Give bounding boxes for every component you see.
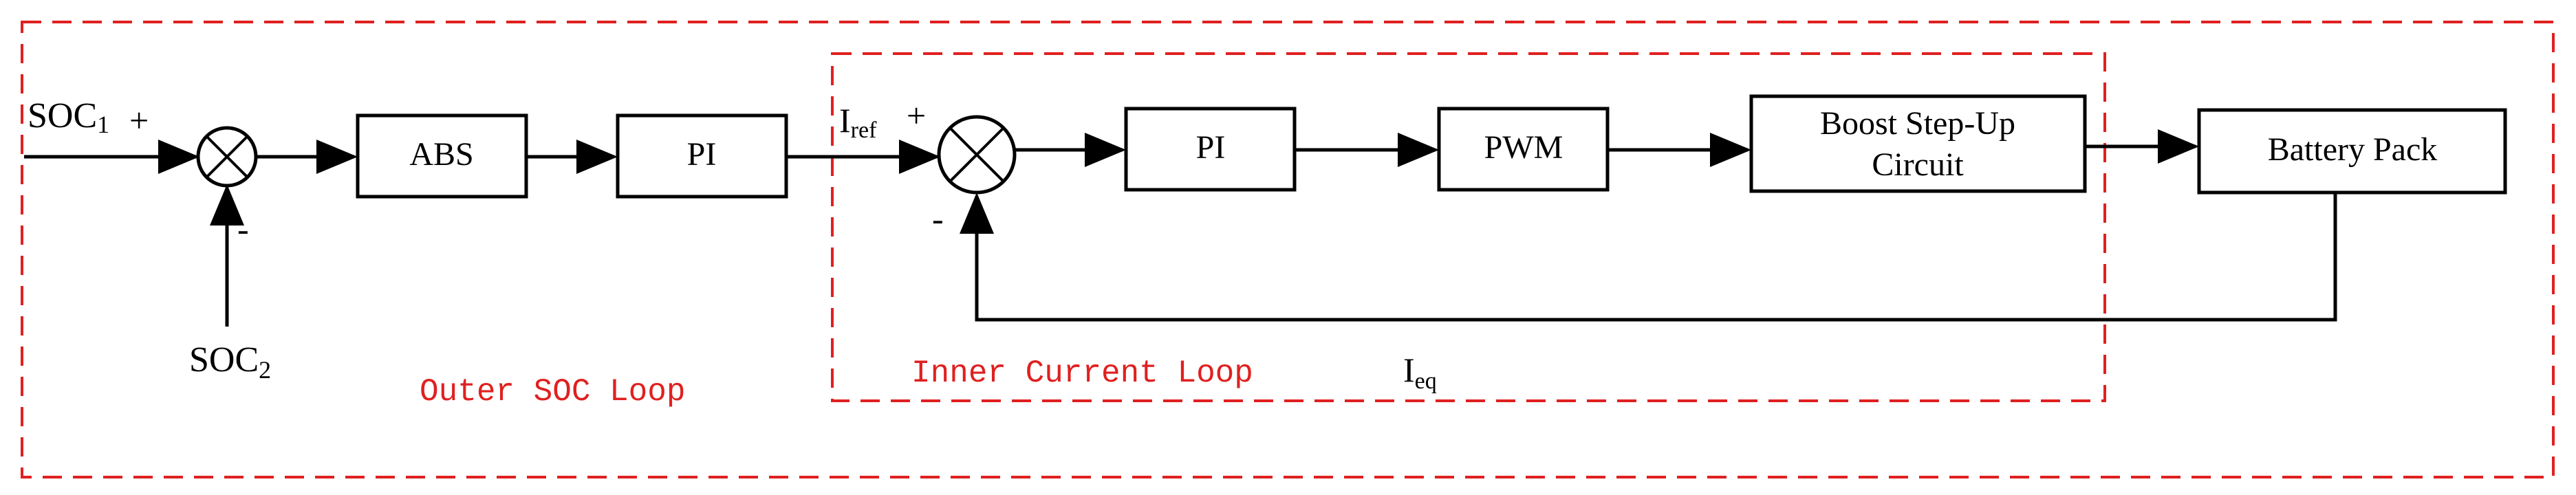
signal-lines	[24, 129, 2337, 327]
pi-outer-label: PI	[687, 136, 717, 173]
inner-loop-label: Inner Current Loop	[911, 355, 1253, 391]
pwm-block	[1437, 107, 1610, 192]
soc2-label: SOC2	[189, 340, 271, 384]
inner-minus-sign: -	[932, 199, 944, 238]
outer-minus-sign: -	[237, 210, 249, 248]
outer-summing-junction	[196, 126, 258, 188]
soc1-label: SOC1	[28, 96, 109, 138]
boost-label-line2: Circuit	[1872, 146, 1964, 183]
inner-current-loop-border	[831, 52, 2106, 402]
boost-label-line1: Boost Step-Up	[1820, 105, 2015, 142]
pwm-label: PWM	[1484, 129, 1563, 166]
outer-loop-label: Outer SOC Loop	[420, 374, 685, 410]
battery-pack-block	[2197, 108, 2507, 195]
pi-outer-block	[616, 113, 788, 199]
iref-label: Iref	[839, 101, 877, 143]
abs-block	[356, 113, 528, 199]
ieq-label: Ieq	[1403, 351, 1437, 394]
outer-soc-loop-border	[21, 21, 2555, 478]
pi-inner-label: PI	[1196, 129, 1226, 166]
boost-circuit-block	[1749, 94, 2087, 193]
inner-summing-junction	[937, 115, 1017, 195]
inner-plus-sign: +	[907, 96, 926, 135]
outer-plus-sign: +	[129, 101, 149, 140]
battery-pack-label: Battery Pack	[2268, 131, 2438, 168]
abs-label: ABS	[409, 136, 473, 173]
